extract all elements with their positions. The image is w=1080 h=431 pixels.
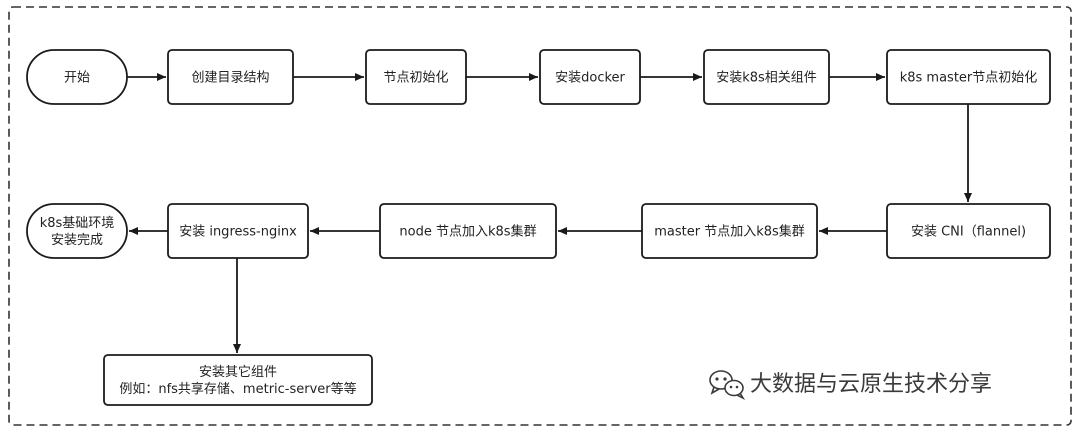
node-box: [886, 49, 1051, 105]
node-node-init: 节点初始化: [365, 49, 467, 105]
node-label: 安装 ingress-nginx: [179, 225, 297, 240]
node-label: 开始: [64, 71, 90, 86]
node-label: 安装 CNI（flannel): [911, 225, 1026, 240]
node-start: 开始: [26, 49, 128, 105]
outer-frame: [8, 6, 1072, 426]
node-box: [886, 203, 1051, 259]
node-label: 安装完成: [51, 233, 103, 248]
node-label: 安装其它组件: [199, 364, 277, 380]
node-node-join: node 节点加入k8s集群: [379, 203, 557, 259]
node-label: 例如：nfs共享存储、metric-server等等: [119, 381, 356, 397]
node-label: 安装k8s相关组件: [716, 71, 817, 86]
watermark: 大数据与云原生技术分享: [709, 370, 992, 400]
node-box: [365, 49, 467, 105]
node-install-ingress: 安装 ingress-nginx: [167, 203, 309, 259]
nodes: 开始 创建目录结构 节点初始化 安装docker 安装k8s相关组件 k8s master…: [26, 49, 1051, 406]
wechat-icon: [709, 370, 746, 400]
node-label: 安装docker: [555, 71, 625, 86]
node-label: k8s master节点初始化: [900, 71, 1038, 86]
node-label: 节点初始化: [383, 71, 448, 86]
node-master-join: master 节点加入k8s集群: [641, 203, 818, 259]
node-box: [641, 203, 818, 259]
node-install-cni: 安装 CNI（flannel): [886, 203, 1051, 259]
node-install-docker: 安装docker: [539, 49, 641, 105]
node-box: [167, 203, 309, 259]
node-master-init: k8s master节点初始化: [886, 49, 1051, 105]
node-label: 创建目录结构: [191, 71, 269, 86]
edges: [127, 73, 972, 353]
node-install-k8s-components: 安装k8s相关组件: [703, 49, 830, 105]
node-label: master 节点加入k8s集群: [654, 224, 805, 240]
node-box: [539, 49, 641, 105]
node-label: k8s基础环境: [40, 216, 115, 231]
node-box: [26, 49, 128, 105]
node-label: node 节点加入k8s集群: [399, 224, 536, 240]
node-box: [26, 203, 128, 259]
node-box: [103, 354, 373, 406]
node-box: [379, 203, 557, 259]
node-create-dir: 创建目录结构: [167, 49, 294, 105]
watermark-text: 大数据与云原生技术分享: [750, 372, 992, 397]
node-box: [703, 49, 830, 105]
node-box: [167, 49, 294, 105]
